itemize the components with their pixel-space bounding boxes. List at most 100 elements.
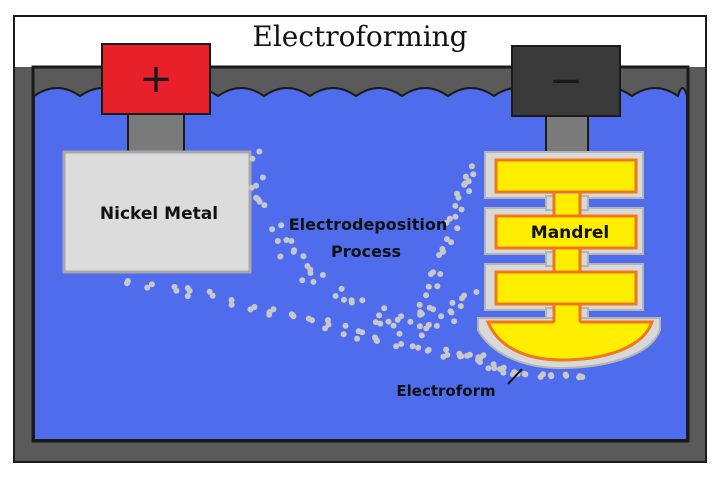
ion-dot — [477, 359, 483, 366]
cathode-sign: − — [549, 58, 583, 104]
ion-dot — [448, 239, 455, 246]
ion-dot — [452, 202, 459, 209]
ion-dot — [454, 225, 461, 232]
ion-dot — [332, 293, 339, 299]
ion-dot — [433, 322, 440, 329]
ion-dot — [428, 271, 434, 277]
ion-dot — [434, 283, 441, 290]
ion-dot — [473, 289, 480, 295]
ion-dot — [274, 238, 281, 244]
ion-dot — [398, 341, 405, 347]
ion-dot — [322, 325, 329, 332]
ion-dot — [418, 332, 425, 339]
ion-dot — [396, 330, 403, 337]
ion-dot — [124, 278, 131, 284]
ion-dot — [288, 311, 295, 318]
ion-dot — [377, 320, 384, 327]
ion-dot — [385, 318, 392, 325]
ion-dot — [540, 371, 546, 378]
ion-dot — [253, 182, 260, 189]
ion-dot — [278, 222, 285, 229]
ion-dot — [376, 312, 383, 319]
process-label-line1: Electrodeposition — [289, 215, 448, 234]
ion-dot — [426, 304, 433, 311]
ion-dot — [443, 219, 450, 226]
ion-dot — [425, 346, 432, 353]
ion-dot — [443, 346, 450, 353]
ion-dot — [269, 226, 276, 233]
ion-dot — [461, 181, 468, 188]
ion-dot — [455, 194, 462, 201]
ion-dot — [439, 246, 446, 252]
ion-dot — [416, 323, 423, 330]
ion-dot — [444, 351, 451, 358]
ion-dot — [228, 301, 235, 308]
ion-dot — [563, 372, 570, 379]
ion-dot — [307, 270, 314, 276]
ion-dot — [374, 338, 380, 344]
nickel-metal-block — [62, 150, 252, 274]
ion-dot — [393, 343, 400, 350]
ion-dot — [340, 331, 347, 338]
ion-dot — [457, 303, 464, 310]
ion-dot — [305, 315, 312, 322]
ion-dot — [464, 352, 470, 359]
ion-dot — [324, 317, 331, 324]
anode-connector — [127, 109, 185, 155]
ion-dot — [423, 325, 430, 332]
ion-dot — [277, 253, 284, 260]
electroform-label: Electroform — [396, 382, 495, 400]
ion-dot — [425, 283, 432, 290]
ion-dot — [338, 285, 345, 292]
electroform-leader-line — [507, 368, 523, 385]
ion-dot — [447, 308, 454, 315]
ion-dot — [249, 155, 256, 162]
ion-dot — [443, 236, 450, 243]
ion-dot — [394, 316, 401, 323]
ion-dot — [184, 285, 191, 291]
mandrel-label: Mandrel — [531, 223, 609, 243]
ion-dot — [390, 322, 397, 329]
ion-dot — [548, 373, 555, 380]
ion-dot — [348, 299, 355, 306]
ion-dot — [409, 343, 416, 350]
ion-dot — [209, 292, 216, 299]
ion-dot — [415, 344, 422, 351]
ion-dot — [423, 292, 430, 299]
ion-dot — [148, 281, 155, 288]
ion-dot — [173, 287, 180, 294]
ion-dot — [417, 309, 424, 316]
ion-dot — [407, 318, 414, 325]
cathode-terminal — [511, 45, 621, 117]
process-label-line2: Process — [331, 242, 401, 261]
ion-dot — [452, 213, 459, 220]
ion-dot — [299, 277, 306, 284]
ion-dot — [485, 365, 492, 372]
diagram-title: Electroforming — [252, 20, 467, 53]
ion-dot — [446, 215, 453, 222]
ion-dot — [259, 174, 266, 181]
ion-dot — [491, 365, 498, 372]
ion-dot — [438, 313, 445, 320]
ion-particles — [124, 148, 586, 381]
ion-dot — [247, 306, 254, 313]
ion-dot — [576, 374, 583, 381]
ion-dot — [291, 247, 298, 254]
ion-dot — [416, 301, 423, 308]
ion-dot — [436, 252, 443, 258]
ion-dot — [466, 188, 473, 195]
ion-dot — [359, 329, 366, 336]
ion-dot — [381, 305, 388, 312]
ion-dot — [144, 284, 151, 291]
ion-dot — [465, 178, 472, 185]
ion-dot — [261, 202, 268, 209]
ion-dot — [184, 293, 191, 300]
ion-dot — [468, 163, 475, 170]
mandrel-assembly: Mandrel — [477, 151, 661, 370]
ion-dot — [300, 253, 307, 260]
nickel-metal-label: Nickel Metal — [100, 204, 218, 224]
anode-sign: + — [139, 56, 173, 102]
ion-dot — [254, 196, 261, 203]
ion-dot — [266, 309, 273, 316]
